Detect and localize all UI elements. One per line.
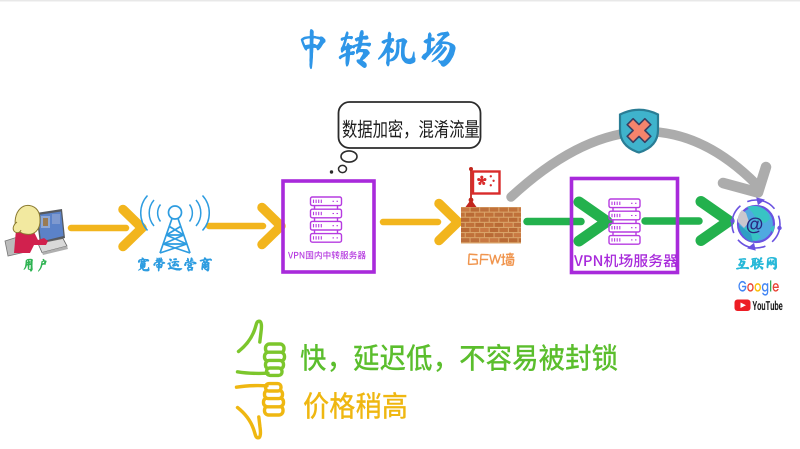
svg-text:@: @: [746, 215, 764, 235]
